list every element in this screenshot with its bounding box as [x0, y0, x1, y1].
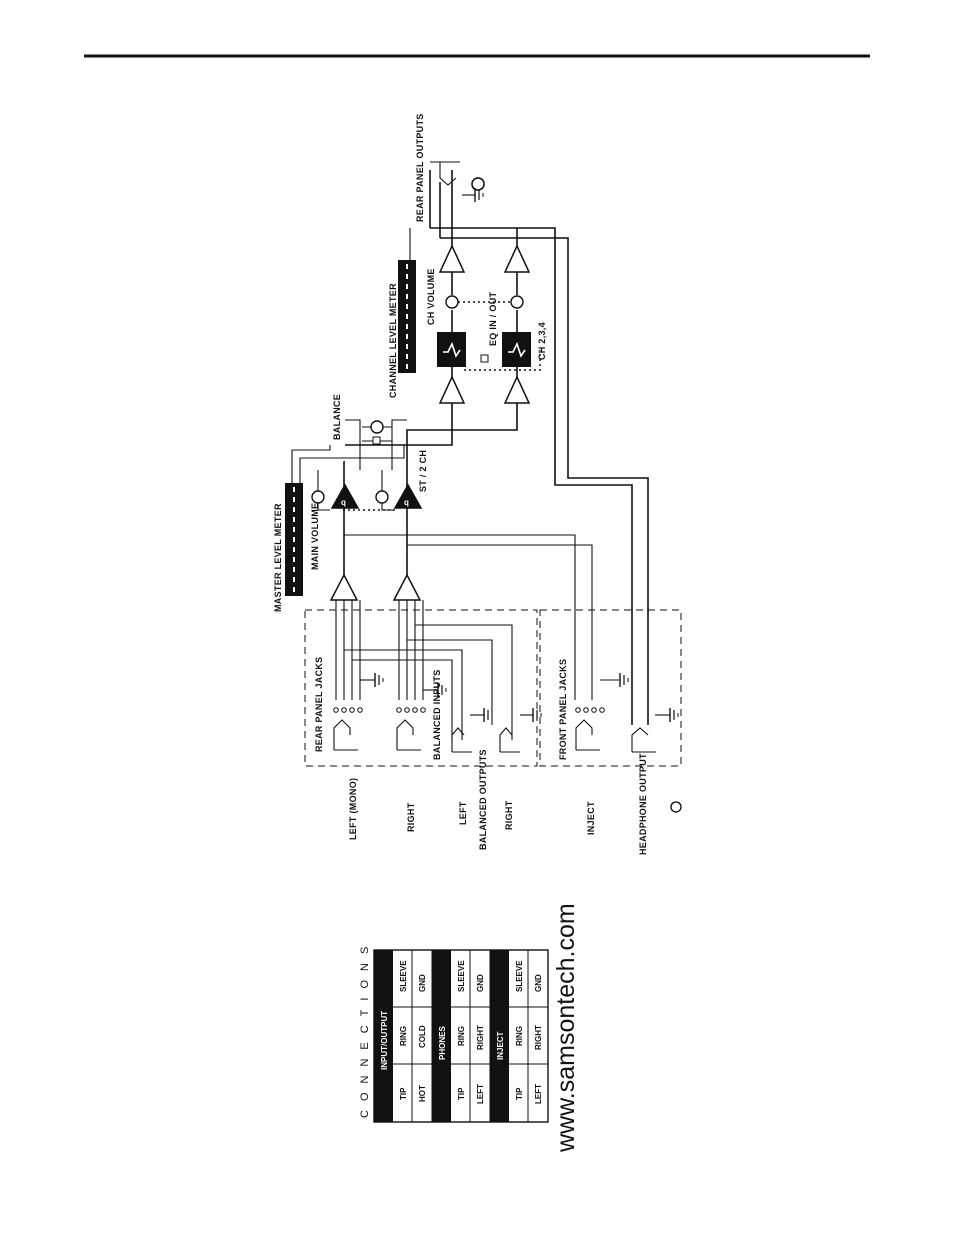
s3-col-sleeve: SLEEVE	[515, 960, 524, 992]
s3-col-tip: TIP	[515, 1087, 524, 1100]
label-ch-234: CH 2,3,4	[537, 322, 547, 360]
side-balanced-outputs: BALANCED OUTPUTS	[478, 749, 488, 850]
s1-col-ring: RING	[399, 1026, 408, 1046]
label-ch-volume: CH VOLUME	[426, 268, 436, 325]
section-header-3: INJECT	[496, 1031, 505, 1060]
main-volume-pot-left	[311, 490, 325, 504]
level-meters	[285, 260, 416, 596]
q-symbol-left: q	[341, 498, 346, 507]
s3-val-gnd: GND	[534, 974, 543, 992]
s2-col-sleeve: SLEEVE	[457, 960, 466, 992]
side-right-in: RIGHT	[406, 802, 416, 832]
s2-val-right: RIGHT	[476, 1025, 485, 1050]
connections-table: CONNECTIONS INPUT/OUTPUT TIP RING SLEEVE…	[359, 938, 549, 1123]
side-left-out: LEFT	[458, 801, 468, 825]
label-master-level-meter: MASTER LEVEL METER	[273, 503, 283, 612]
ch1-volume-pot	[445, 295, 459, 309]
ch1-pre-amp	[438, 375, 466, 404]
connections-title: CONNECTIONS	[359, 938, 371, 1118]
main-amp-right	[393, 483, 423, 509]
balance-pot	[370, 420, 384, 434]
label-front-panel-jacks: FRONT PANEL JACKS	[558, 659, 568, 760]
label-rear-panel-outputs: REAR PANEL OUTPUTS	[415, 113, 425, 222]
pots	[311, 295, 524, 504]
jack-contact-dots	[333, 707, 605, 713]
s1-col-sleeve: SLEEVE	[399, 960, 408, 992]
main-amp-left	[330, 483, 360, 509]
label-main-volume: MAIN VOLUME	[310, 503, 320, 570]
ch2-volume-pot	[510, 295, 524, 309]
main-volume-pot-right	[375, 490, 389, 504]
s2-val-gnd: GND	[476, 974, 485, 992]
ch2-eq-block	[502, 332, 531, 367]
s2-col-ring: RING	[457, 1026, 466, 1046]
side-headphone-output: HEADPHONE OUTPUT	[638, 753, 648, 855]
s1-val-cold: COLD	[418, 1025, 427, 1048]
label-channel-level-meter: CHANNEL LEVEL METER	[388, 283, 398, 398]
website-url[interactable]: www.samsontech.com	[552, 903, 580, 1153]
label-st-2ch: ST / 2 CH	[418, 450, 428, 492]
section-header-1: INPUT/OUTPUT	[380, 1011, 389, 1070]
jack-symbols	[333, 161, 656, 753]
rear-panel-jacks-box	[304, 609, 538, 767]
headphone-output-icon	[670, 801, 682, 813]
label-eq-in-out: EQ IN / OUT	[488, 291, 498, 346]
s2-col-tip: TIP	[457, 1087, 466, 1100]
signal-wires	[291, 170, 670, 740]
label-balance: BALANCE	[332, 394, 342, 440]
ch2-pre-amp	[503, 375, 531, 404]
s1-val-hot: HOT	[418, 1085, 427, 1102]
input-amp-right	[392, 573, 422, 601]
side-left-mono: LEFT (MONO)	[348, 778, 358, 840]
s1-col-tip: TIP	[399, 1087, 408, 1100]
eq-blocks	[437, 332, 531, 367]
eq-switch	[480, 354, 489, 363]
headphone-icon	[471, 177, 485, 191]
s1-val-gnd: GND	[418, 974, 427, 992]
ch1-out-amp	[438, 244, 466, 273]
s3-col-ring: RING	[515, 1026, 524, 1046]
section-header-bar-2	[432, 950, 451, 1122]
amplifiers	[329, 244, 531, 601]
section-header-bar-3	[490, 950, 509, 1122]
label-rear-panel-jacks: REAR PANEL JACKS	[314, 657, 324, 752]
ch2-out-amp	[503, 244, 531, 273]
balance-switch	[372, 436, 381, 445]
side-inject: INJECT	[586, 801, 596, 835]
diagram-labels: REAR PANEL OUTPUTS CHANNEL LEVEL METER C…	[273, 113, 568, 760]
side-right-out: RIGHT	[504, 800, 514, 830]
s3-val-right: RIGHT	[534, 1025, 543, 1050]
section-header-bar-1	[374, 950, 393, 1122]
ch1-eq-block	[437, 332, 466, 367]
s3-val-left: LEFT	[534, 1084, 543, 1104]
input-amp-left	[329, 573, 359, 601]
section-header-2: PHONES	[438, 1026, 447, 1060]
side-labels: LEFT (MONO) RIGHT LEFT BALANCED OUTPUTS …	[348, 749, 648, 855]
front-panel-jacks-box	[539, 609, 682, 767]
s2-val-left: LEFT	[476, 1084, 485, 1104]
q-symbol-right: q	[404, 498, 409, 507]
label-balanced-inputs: BALANCED INPUTS	[432, 669, 442, 760]
